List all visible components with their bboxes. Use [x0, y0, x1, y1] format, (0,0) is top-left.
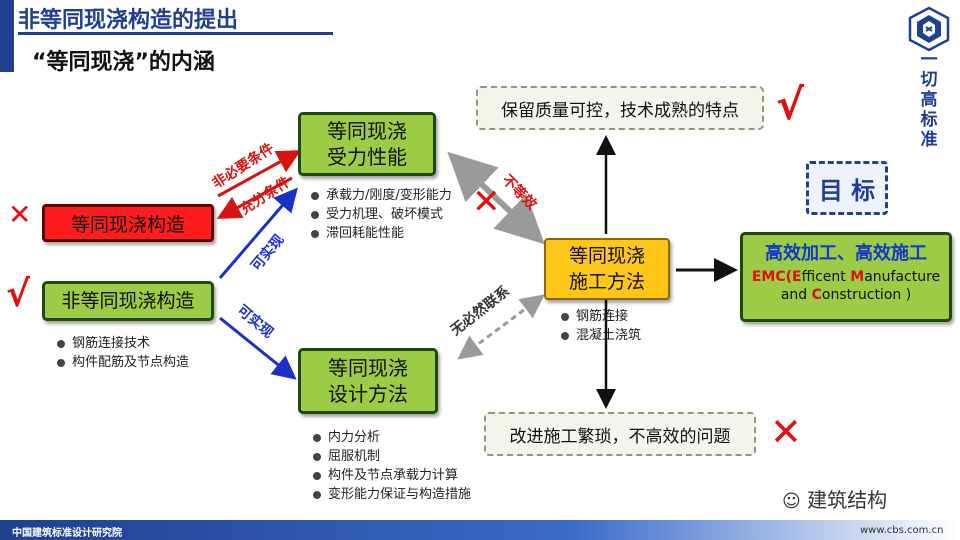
slogan-char: 切 [920, 70, 938, 90]
list-item: 钢筋连接 [560, 307, 641, 326]
list-item: 构件及节点承载力计算 [312, 466, 471, 485]
box-label: 等同现浇构造 [70, 213, 185, 236]
emc-part: anufacture [864, 269, 941, 285]
non-equal-construction-box: 非等同现浇构造 [42, 281, 214, 321]
goal-label: 目 标 [806, 161, 888, 215]
watermark-text: 建筑结构 [807, 488, 888, 512]
cross-mark-improve: ✕ [770, 410, 802, 454]
vertical-slogan: 一 切 高 标 准 [914, 50, 944, 150]
emc-part: C [811, 287, 822, 303]
check-mark-keep: √ [776, 80, 805, 129]
emc-part: and [780, 287, 812, 303]
list-item: 变形能力保证与构造措施 [312, 485, 471, 504]
footer-org: 中国建筑标准设计研究院 [12, 528, 122, 539]
force-bullets: 承载力/刚度/变形能力 受力机理、破坏模式 滞回耗能性能 [310, 186, 452, 243]
emc-part: M [850, 269, 865, 285]
cbs-logo-icon [908, 6, 950, 52]
list-item: 混凝土浇筑 [560, 326, 641, 345]
slogan-char: 标 [920, 110, 938, 130]
slogan-char: 准 [920, 130, 938, 150]
box-line: 设计方法 [328, 382, 408, 406]
slogan-char: 一 [920, 50, 938, 70]
page-subtitle: “等同现浇”的内涵 [32, 50, 215, 75]
emc-box: 高效加工、高效施工 EMC(Efficent Manufacture and C… [740, 232, 952, 322]
note-text: 保留质量可控，技术成熟的特点 [501, 100, 739, 121]
emc-part: EMC( [751, 269, 792, 285]
check-mark-non-equal: √ [6, 274, 31, 315]
list-item: 构件配筋及节点构造 [56, 353, 189, 372]
emc-part: onstruction ) [821, 287, 912, 303]
arrow-not-equivalent [447, 151, 545, 245]
emc-part: E [792, 269, 802, 285]
page-title: 非等同现浇构造的提出 [18, 8, 239, 33]
design-bullets: 内力分析 屈服机制 构件及节点承载力计算 变形能力保证与构造措施 [312, 428, 471, 504]
list-item: 钢筋连接技术 [56, 334, 189, 353]
emc-part: fficent [801, 269, 851, 285]
list-item: 屈服机制 [312, 447, 471, 466]
non-equal-bullets: 钢筋连接技术 构件配筋及节点构造 [56, 334, 189, 372]
box-line: 等同现浇 [328, 356, 408, 380]
box-line: 等同现浇 [568, 245, 645, 267]
note-text: 改进施工繁琐，不高效的问题 [509, 426, 731, 447]
title-underline [18, 32, 333, 35]
footer-bar [0, 520, 960, 540]
box-line: 等同现浇 [327, 119, 407, 143]
list-item: 受力机理、破坏模式 [310, 205, 452, 224]
emc-title: 高效加工、高效施工 [765, 243, 927, 264]
wechat-icon: ☺ [782, 491, 801, 512]
list-item: 承载力/刚度/变形能力 [310, 186, 452, 205]
design-method-box: 等同现浇 设计方法 [298, 348, 438, 414]
wechat-watermark: ☺ 建筑结构 [782, 484, 887, 513]
arrow-reachable-top [218, 187, 298, 279]
left-accent-bar [0, 0, 14, 72]
arrow-not-necessary [216, 176, 293, 219]
goal-text: 目 标 [818, 176, 876, 205]
improve-note: 改进施工繁琐，不高效的问题 [484, 412, 756, 456]
emc-line2: and Construction ) [743, 287, 949, 303]
keep-quality-note: 保留质量可控，技术成熟的特点 [476, 86, 764, 130]
footer-url: www.cbs.com.cn [860, 525, 944, 536]
box-label: 非等同现浇构造 [61, 290, 195, 312]
cross-mark-not-equivalent: ✕ [472, 182, 501, 222]
construction-bullets: 钢筋连接 混凝土浇筑 [560, 307, 641, 345]
arrow-sufficient [217, 150, 302, 198]
arrow-reachable-bottom [219, 316, 297, 380]
arrow-no-relation [457, 294, 545, 360]
force-performance-box: 等同现浇 受力性能 [298, 112, 436, 176]
cross-mark-equal: ✕ [8, 198, 32, 231]
equal-construction-box: 等同现浇构造 [42, 204, 214, 242]
box-line: 施工方法 [568, 271, 645, 293]
list-item: 内力分析 [312, 428, 471, 447]
list-item: 滞回耗能性能 [310, 224, 452, 243]
box-line: 受力性能 [327, 145, 407, 169]
construction-method-box: 等同现浇 施工方法 [544, 238, 670, 300]
emc-line1: EMC(Efficent Manufacture [743, 269, 949, 285]
slogan-char: 高 [920, 90, 938, 110]
